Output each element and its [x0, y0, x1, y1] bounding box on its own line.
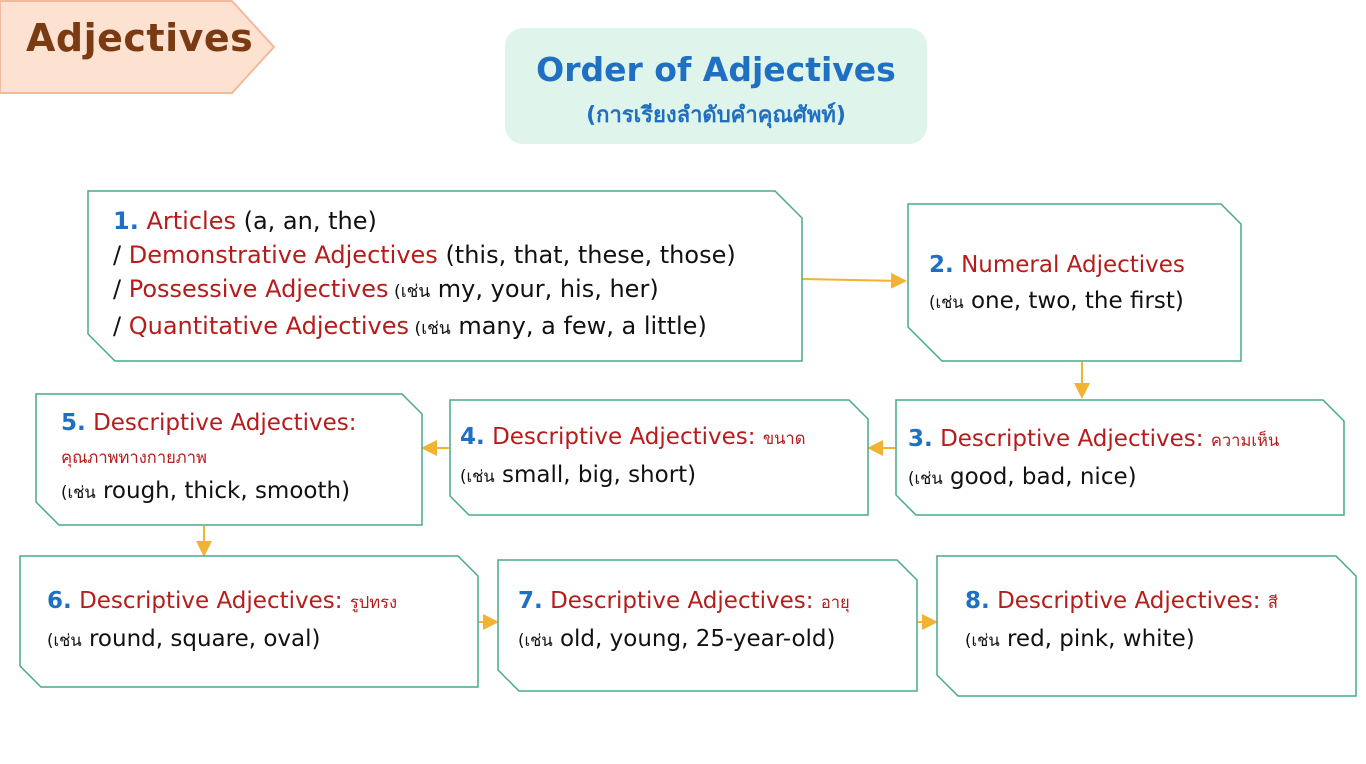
step-1-example-quantitative: many, a few, a little): [450, 312, 707, 340]
step-8-term: Descriptive Adjectives:: [997, 588, 1261, 614]
section-tag-shape: [0, 0, 276, 94]
step-1-example-possessive: my, your, his, her): [430, 275, 659, 303]
step-5-term: Descriptive Adjectives:: [93, 410, 357, 436]
step-1-example-demonstrative: (this, that, these, those): [437, 241, 736, 269]
step-8-thai: สี: [1267, 593, 1278, 612]
step-6-thai: รูปทรง: [349, 593, 398, 612]
step-1-term-demonstrative: Demonstrative Adjectives: [128, 241, 438, 269]
step-3-example: good, bad, nice): [942, 464, 1137, 490]
arrow-1-to-2: [801, 272, 907, 289]
step-6-term: Descriptive Adjectives:: [79, 588, 343, 614]
step-8-example: red, pink, white): [999, 626, 1195, 652]
page-subtitle: (การเรียงลำดับคำคุณศัพท์): [586, 103, 846, 128]
step-3-number: 3.: [908, 426, 933, 452]
step-4-thai: ขนาด: [762, 429, 806, 448]
step-1-line-4: / Quantitative Adjectives (เช่น many, a …: [113, 309, 736, 346]
step-4-term: Descriptive Adjectives:: [492, 424, 756, 450]
step-8-number: 8.: [965, 588, 990, 614]
line-prefix: /: [113, 275, 129, 303]
line-prefix: /: [113, 312, 129, 340]
step-box-3: 3. Descriptive Adjectives: ความเห็น (เช่…: [895, 399, 1345, 516]
step-1-line-2: / Demonstrative Adjectives (this, that, …: [113, 238, 736, 272]
step-1-line-3: / Possessive Adjectives (เช่น my, your, …: [113, 272, 736, 309]
step-box-7: 7. Descriptive Adjectives: อายุ (เช่น ol…: [497, 559, 918, 692]
step-4-note: (เช่น: [460, 467, 495, 486]
step-1-line-1: 1. Articles (a, an, the): [113, 204, 736, 238]
step-1-term-articles: Articles: [146, 207, 236, 235]
page-title: Order of Adjectives: [536, 50, 896, 89]
step-8-note: (เช่น: [965, 631, 1000, 650]
step-box-1: 1. Articles (a, an, the) / Demonstrative…: [87, 190, 803, 362]
step-4-number: 4.: [460, 424, 485, 450]
step-7-example: old, young, 25-year-old): [552, 626, 836, 652]
step-2-example: one, two, the first): [963, 288, 1184, 314]
step-3-note: (เช่น: [908, 469, 943, 488]
title-box: Order of Adjectives (การเรียงลำดับคำคุณศ…: [505, 28, 927, 144]
step-5-number: 5.: [61, 410, 86, 436]
section-tag-label: Adjectives: [26, 16, 254, 60]
step-1-note-quantitative: (เช่น: [409, 319, 451, 339]
step-6-number: 6.: [47, 588, 72, 614]
step-5-note: (เช่น: [61, 483, 96, 502]
step-2-term: Numeral Adjectives: [961, 252, 1185, 278]
step-3-thai: ความเห็น: [1210, 431, 1280, 450]
step-1-term-possessive: Possessive Adjectives: [128, 275, 389, 303]
step-3-term: Descriptive Adjectives:: [940, 426, 1204, 452]
step-1-note-possessive: (เช่น: [388, 282, 431, 302]
step-6-example: round, square, oval): [81, 626, 321, 652]
step-box-2: 2. Numeral Adjectives (เช่น one, two, th…: [907, 203, 1242, 362]
step-7-number: 7.: [518, 588, 543, 614]
step-box-4: 4. Descriptive Adjectives: ขนาด (เช่น sm…: [449, 399, 869, 516]
step-7-note: (เช่น: [518, 631, 553, 650]
step-4-example: small, big, short): [494, 462, 697, 488]
step-1-example-articles: (a, an, the): [235, 207, 377, 235]
step-box-8: 8. Descriptive Adjectives: สี (เช่น red,…: [936, 555, 1357, 697]
step-1-term-quantitative: Quantitative Adjectives: [128, 312, 410, 340]
line-prefix: /: [113, 241, 129, 269]
step-5-example: rough, thick, smooth): [95, 478, 351, 504]
step-7-term: Descriptive Adjectives:: [550, 588, 814, 614]
step-1-number: 1.: [113, 207, 139, 235]
step-7-thai: อายุ: [820, 593, 850, 612]
step-6-note: (เช่น: [47, 631, 82, 650]
step-5-thai: คุณภาพทางกายภาพ: [61, 448, 207, 467]
step-box-5: 5. Descriptive Adjectives: คุณภาพทางกายภ…: [35, 393, 423, 526]
step-2-note: (เช่น: [929, 293, 964, 312]
step-2-number: 2.: [929, 252, 954, 278]
step-box-6: 6. Descriptive Adjectives: รูปทรง (เช่น …: [19, 555, 479, 688]
